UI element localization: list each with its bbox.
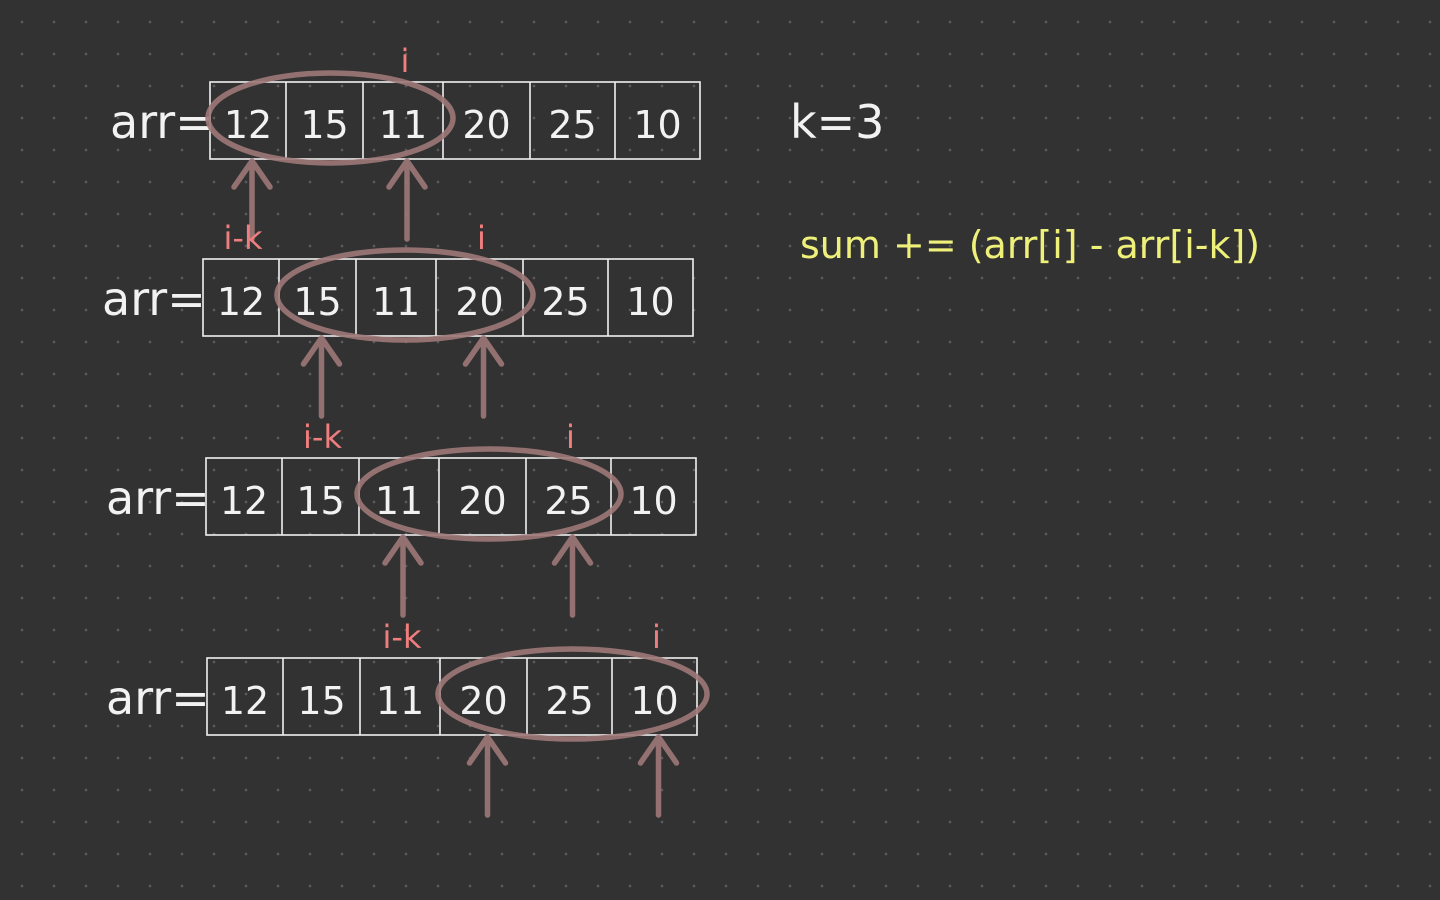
window-highlight xyxy=(274,247,536,343)
update-formula: sum += (arr[i] - arr[i-k]) xyxy=(800,223,1260,267)
window-highlight xyxy=(435,646,710,742)
pointer-i-k-label: i-k xyxy=(383,618,422,656)
pointer-arrow xyxy=(637,734,680,818)
pointer-i-k-label: i-k xyxy=(224,219,263,257)
cell-value: 20 xyxy=(458,479,506,523)
array-row: arr=12 15 11 20 25 10 i xyxy=(110,42,701,242)
array-box xyxy=(206,657,698,736)
cell-value: 25 xyxy=(541,280,589,324)
pointer-i-label: i xyxy=(401,42,410,80)
cell-value: 25 xyxy=(548,103,596,147)
cell-value: 25 xyxy=(544,479,592,523)
array-row: arr=12 15 11 20 25 10 i i-k xyxy=(102,219,694,419)
cell-value: 11 xyxy=(379,103,427,147)
cell-value: 20 xyxy=(455,280,503,324)
pointer-arrow xyxy=(466,734,509,818)
pointer-arrow xyxy=(231,158,273,242)
cell-value: 15 xyxy=(296,479,344,523)
pointer-arrow xyxy=(386,158,428,242)
pointer-arrow xyxy=(551,534,594,618)
cell-value: 11 xyxy=(375,479,423,523)
cell-value: 20 xyxy=(462,103,510,147)
cell-value: 11 xyxy=(376,679,424,723)
array-row: arr=12 15 11 20 25 10 i i-k xyxy=(106,418,697,618)
pointer-arrow xyxy=(300,335,343,419)
cell-value: 25 xyxy=(545,679,593,723)
array-label: arr= xyxy=(102,272,206,326)
cell-value: 12 xyxy=(217,280,265,324)
window-highlight xyxy=(205,70,456,166)
array-label: arr= xyxy=(106,471,210,525)
cell-value: 12 xyxy=(221,679,269,723)
cell-value: 15 xyxy=(300,103,348,147)
cell-value: 20 xyxy=(459,679,507,723)
k-value-label: k=3 xyxy=(790,95,884,149)
cell-value: 15 xyxy=(293,280,341,324)
pointer-i-label: i xyxy=(566,418,575,456)
window-highlight xyxy=(354,446,624,542)
cell-value: 12 xyxy=(224,103,272,147)
cell-value: 10 xyxy=(626,280,674,324)
array-label: arr= xyxy=(106,671,210,725)
cell-value: 11 xyxy=(372,280,420,324)
pointer-i-label: i xyxy=(652,618,661,656)
pointer-arrow xyxy=(382,534,424,618)
pointer-arrow xyxy=(462,335,505,419)
cell-value: 15 xyxy=(297,679,345,723)
array-label: arr= xyxy=(110,95,214,149)
cell-value: 12 xyxy=(220,479,268,523)
pointer-i-k-label: i-k xyxy=(303,418,342,456)
cell-value: 10 xyxy=(633,103,681,147)
cell-value: 10 xyxy=(630,679,678,723)
pointer-i-label: i xyxy=(477,219,486,257)
array-row: arr=12 15 11 20 25 10 i i-k xyxy=(106,618,710,818)
cell-value: 10 xyxy=(629,479,677,523)
